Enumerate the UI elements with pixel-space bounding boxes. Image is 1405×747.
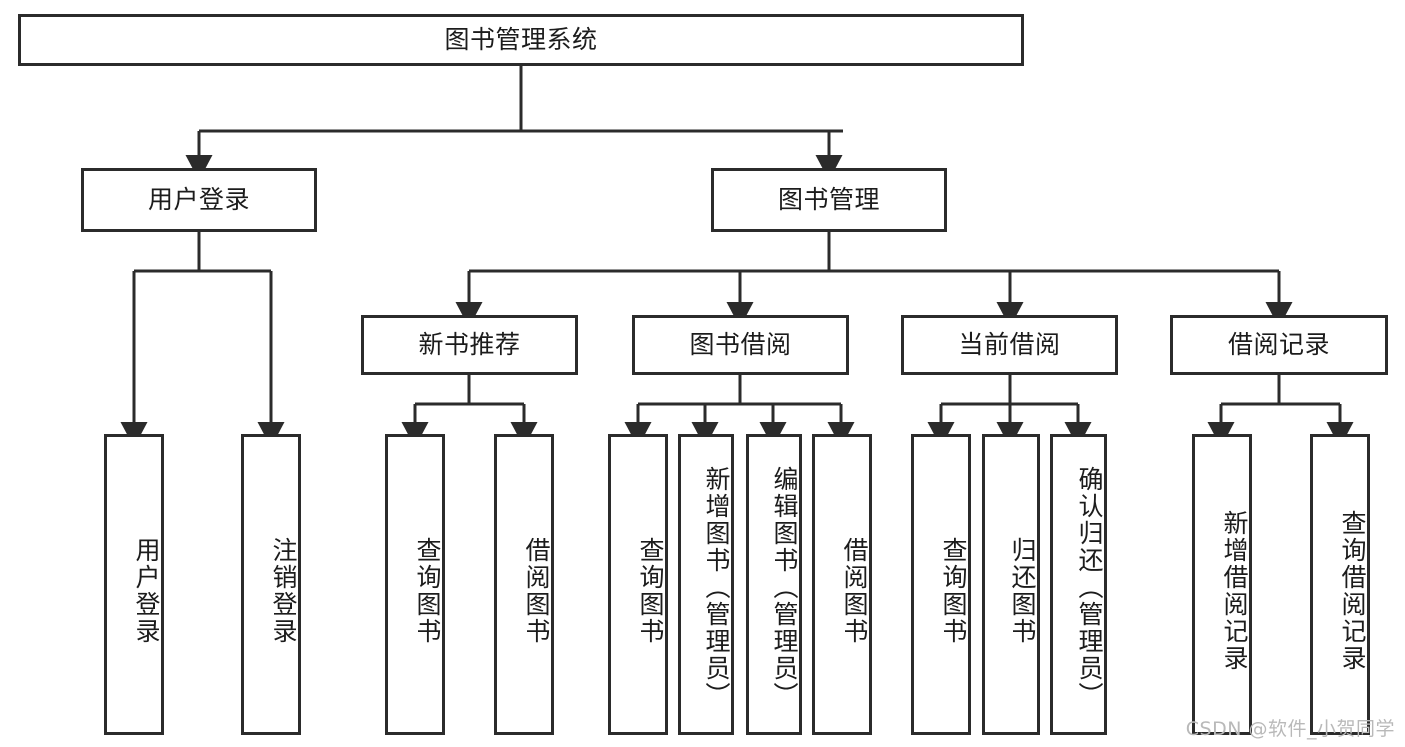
node-current-borrow[interactable]: 当前借阅 — [901, 315, 1118, 375]
node-book-borrow[interactable]: 图书借阅 — [632, 315, 849, 375]
node-label: 查询借阅记录 — [1338, 509, 1367, 672]
node-leaf-borrow-book-borrow[interactable]: 借阅图书 — [812, 434, 872, 735]
node-label: 注销登录 — [269, 536, 298, 645]
node-leaf-query-borrow-record[interactable]: 查询借阅记录 — [1310, 434, 1370, 735]
node-leaf-logout[interactable]: 注销登录 — [241, 434, 301, 735]
node-borrow-record[interactable]: 借阅记录 — [1170, 315, 1388, 375]
node-new-book-recommend[interactable]: 新书推荐 — [361, 315, 578, 375]
node-leaf-borrow-book-recommend[interactable]: 借阅图书 — [494, 434, 554, 735]
node-label: 新增借阅记录 — [1220, 509, 1249, 672]
node-book-management[interactable]: 图书管理 — [711, 168, 947, 232]
watermark: CSDN @软件_小贺同学 — [1185, 718, 1395, 740]
node-label: 图书借阅 — [689, 330, 792, 360]
node-label: 图书管理 — [777, 185, 880, 215]
node-label: 借阅图书 — [840, 536, 869, 645]
node-leaf-return-book[interactable]: 归还图书 — [982, 434, 1040, 735]
node-leaf-add-book-admin[interactable]: 新增图书（管理员） — [678, 434, 734, 735]
node-label: 查询图书 — [413, 536, 442, 645]
node-leaf-user-login[interactable]: 用户登录 — [104, 434, 164, 735]
node-label: 查询图书 — [636, 536, 665, 645]
node-label: 借阅记录 — [1227, 330, 1330, 360]
node-leaf-confirm-return-admin[interactable]: 确认归还（管理员） — [1050, 434, 1107, 735]
node-label: 确认归还（管理员） — [1075, 466, 1104, 709]
node-leaf-edit-book-admin[interactable]: 编辑图书（管理员） — [746, 434, 802, 735]
node-label: 新书推荐 — [418, 330, 521, 360]
node-label: 当前借阅 — [958, 330, 1061, 360]
node-root-system[interactable]: 图书管理系统 — [18, 14, 1024, 66]
node-label: 用户登录 — [147, 185, 250, 215]
node-user-login[interactable]: 用户登录 — [81, 168, 317, 232]
node-leaf-query-book-current[interactable]: 查询图书 — [911, 434, 971, 735]
node-leaf-add-borrow-record[interactable]: 新增借阅记录 — [1192, 434, 1252, 735]
node-label: 新增图书（管理员） — [702, 466, 731, 709]
node-label: 归还图书 — [1008, 536, 1037, 645]
node-label: 查询图书 — [939, 536, 968, 645]
node-label: 编辑图书（管理员） — [770, 466, 799, 709]
node-label: 用户登录 — [132, 536, 161, 645]
node-label: 借阅图书 — [522, 536, 551, 645]
node-label: 图书管理系统 — [444, 25, 598, 55]
node-leaf-query-book-recommend[interactable]: 查询图书 — [385, 434, 445, 735]
node-leaf-query-book-borrow[interactable]: 查询图书 — [608, 434, 668, 735]
